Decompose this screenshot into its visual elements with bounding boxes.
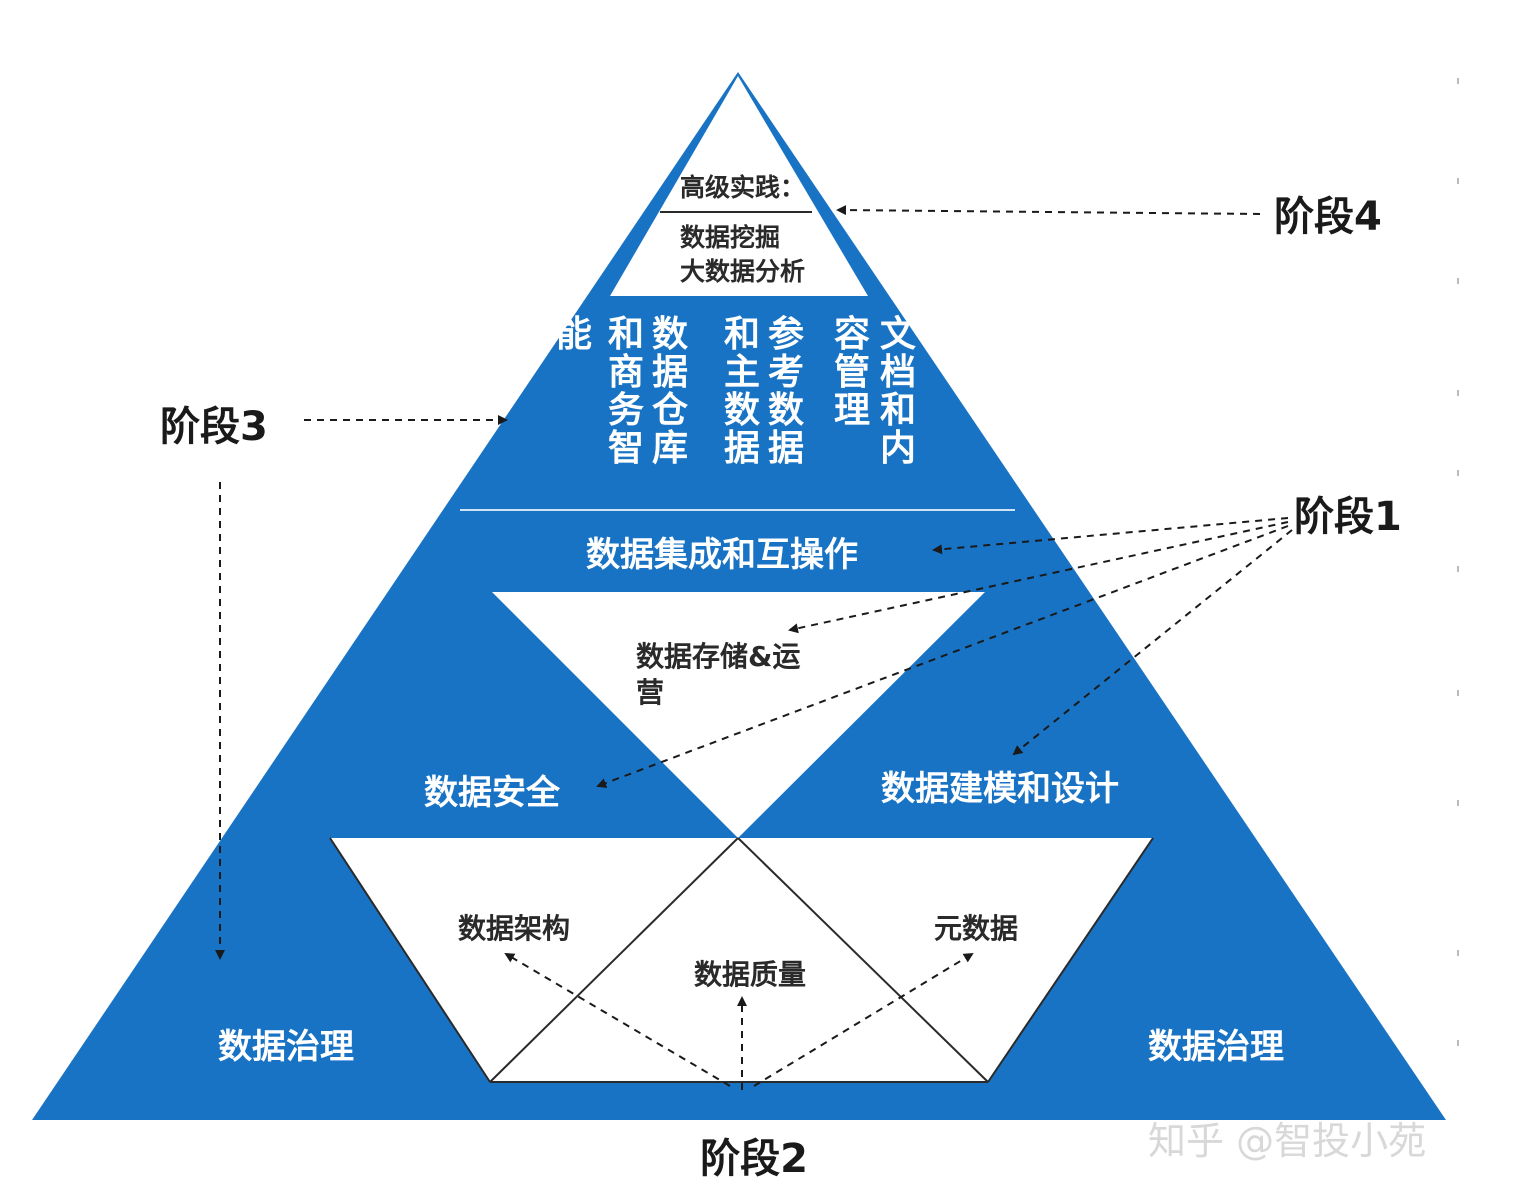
stage3-col-2: 数据仓库 [652,314,688,469]
stage3-col-char: 数 [652,314,688,355]
arrow-stage4 [836,205,1261,216]
stage3-col-0: 能 [556,314,592,355]
arrow-stage2-metadata [753,952,974,1087]
stage3-col-char: 主 [724,352,760,393]
stage3-col-char: 库 [652,428,688,469]
arrow-stage1-security [596,525,1289,788]
arrows [215,205,1293,1090]
stage3-col-5: 容管理 [834,314,870,431]
stage3-col-char: 据 [652,352,688,393]
stage3-col-1: 和商务智 [608,314,644,469]
foundation-diagonal-left [489,837,739,1083]
arrow-stage2-architecture [504,952,731,1087]
storage-label-line2: 营 [636,676,664,709]
stage3-col-char: 数 [768,390,804,431]
stage3-col-char: 务 [608,390,644,431]
watermark: 知乎 @智投小苑 [1148,1119,1426,1163]
top-practice-box [610,76,868,296]
stage3-col-char: 容 [834,314,870,355]
stage3-col-char: 仓 [652,390,688,431]
foundation-edge-left [329,837,491,1083]
stage3-col-char: 档 [880,352,916,393]
security-label: 数据安全 [424,773,561,813]
foundation-diagonal-right [737,837,989,1083]
stage3-col-char: 理 [834,390,870,431]
top-line-2: 数据挖掘 [680,223,780,252]
metadata-label: 元数据 [934,912,1018,945]
foundation-edge-right [987,837,1154,1083]
stage3-col-char: 智 [608,428,644,469]
stage3-col-char: 据 [768,428,804,469]
stage3-col-char: 商 [608,352,644,393]
integration-label: 数据集成和互操作 [586,535,858,575]
stage3-columns: 能 和商务智 数据仓库 和主数据 参考数据 容管理 文档和内 [556,314,916,469]
arrow-stage1-storage [788,521,1289,634]
stage3-col-6: 文档和内 [880,314,916,469]
stage2-label: 阶段2 [700,1136,808,1182]
storage-label-line1: 数据存储&运 [636,640,800,673]
governance-right-label: 数据治理 [1148,1027,1284,1067]
stage1-label: 阶段1 [1294,494,1402,540]
stage3-col-char: 和 [880,390,916,431]
governance-left-label: 数据治理 [218,1027,354,1067]
stage3-label: 阶段3 [160,404,268,450]
stage3-col-char: 管 [834,352,870,393]
stage3-col-char: 和 [608,314,644,355]
stage3-col-4: 参考数据 [768,314,804,469]
modeling-label: 数据建模和设计 [881,769,1119,809]
storage-inverted-triangle [492,592,985,838]
stage3-col-char: 能 [556,314,592,355]
stage3-col-char: 据 [724,428,760,469]
stage3-col-char: 文 [880,314,916,355]
quality-label: 数据质量 [694,958,806,991]
stage3-col-char: 内 [880,428,916,469]
top-line-3: 大数据分析 [680,257,805,286]
stage3-col-3: 和主数据 [724,314,760,469]
stage3-col-char: 和 [724,314,760,355]
stage4-label: 阶段4 [1274,194,1382,240]
architecture-label: 数据架构 [458,912,570,945]
stage3-col-char: 数 [724,390,760,431]
foundation-trapezoid [330,838,1153,1082]
top-line-1: 高级实践： [680,173,805,202]
stage3-col-char: 考 [768,352,804,393]
stage3-col-char: 参 [768,314,804,355]
